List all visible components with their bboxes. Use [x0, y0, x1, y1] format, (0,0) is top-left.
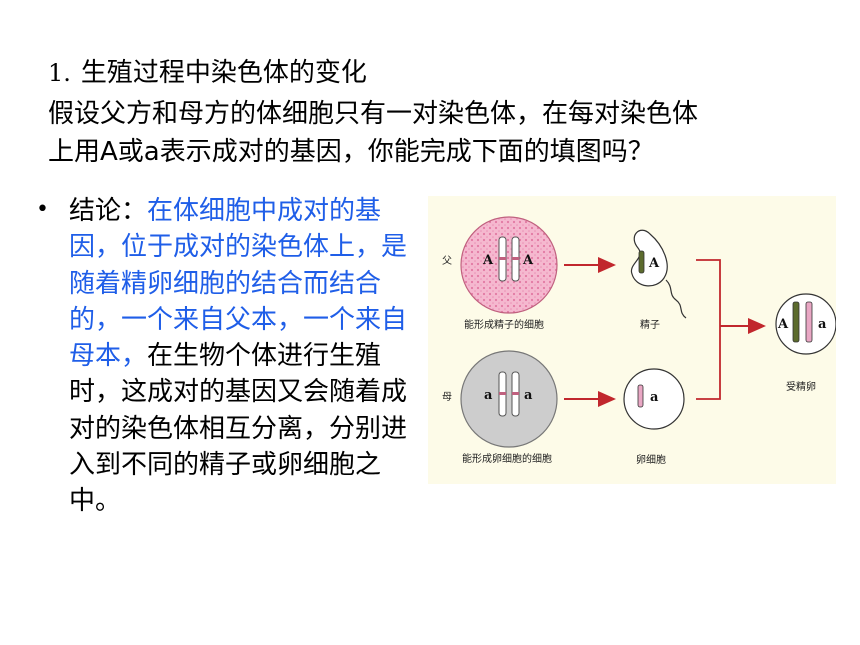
conclusion-rest: 在生物个体进行生殖时，这成对的基因又会随着成对的染色体相互分离，分别进入到不同的…	[69, 341, 408, 517]
title-text: 生殖过程中染色体的变化	[80, 58, 367, 88]
mother-cell-label: 能形成卵细胞的细胞	[462, 452, 552, 465]
father-gene-left: A	[482, 253, 494, 268]
zygote-gene-A: A	[777, 317, 789, 332]
title-number: 1.	[48, 59, 71, 87]
egg-gene: a	[650, 390, 659, 405]
conclusion-paragraph: 结论：在体细胞中成对的基因，位于成对的染色体上，是随着精卵细胞的结合而结合的，一…	[69, 193, 417, 520]
bullet-dot: •	[36, 197, 49, 222]
father-cell-label: 能形成精子的细胞	[464, 318, 544, 331]
sperm-gene: A	[648, 256, 660, 271]
slide-title: 1. 生殖过程中染色体的变化	[48, 57, 367, 89]
merge-bracket	[696, 259, 721, 400]
diagram-svg: 父 母 A A 能形成精子的细胞 a a 能形成卵细胞的细胞	[442, 216, 837, 466]
mother-label: 母	[442, 391, 452, 403]
mother-gene-left: a	[484, 388, 493, 403]
sperm-cell: A	[630, 229, 687, 319]
conclusion-highlight: 在体细胞中成对的基因，位于成对的染色体上，是随着精卵细胞的结合而结合的，一个来自…	[69, 196, 408, 372]
question-line-2: 上用A或a表示成对的基因，你能完成下面的填图吗？	[48, 137, 654, 167]
father-label: 父	[442, 255, 452, 267]
egg-label: 卵细胞	[636, 453, 666, 466]
mother-gene-right: a	[524, 388, 533, 403]
question-line-1: 假设父方和母方的体细胞只有一对染色体，在每对染色体	[48, 99, 699, 129]
zygote-cell: A a	[775, 293, 837, 355]
conclusion-prefix: 结论：	[69, 196, 148, 226]
egg-cell: a	[623, 368, 685, 430]
zygote-label: 受精卵	[786, 380, 816, 393]
father-gene-right: A	[522, 253, 534, 268]
zygote-gene-a: a	[818, 317, 827, 332]
sperm-label: 精子	[640, 318, 660, 331]
chromosome-diagram: 父 母 A A 能形成精子的细胞 a a 能形成卵细胞的细胞	[428, 196, 837, 484]
mother-cell: a a	[460, 350, 558, 448]
father-cell: A A	[460, 216, 558, 314]
